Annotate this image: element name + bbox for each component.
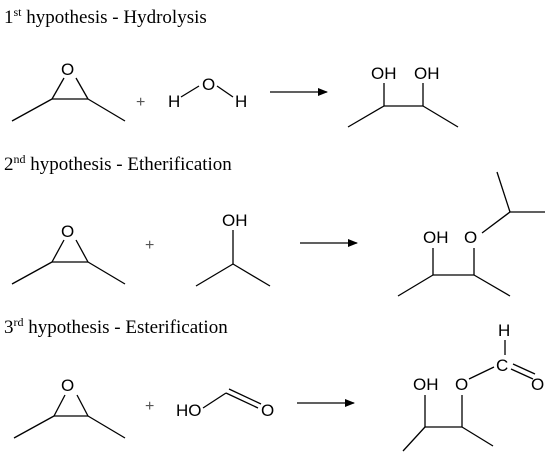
product-ether: OH O [397, 171, 545, 297]
plus-sign-2: + [145, 237, 154, 254]
hypothesis-1-suffix: st [13, 5, 22, 19]
hypothesis-1-title: hypothesis - Hydrolysis [21, 7, 207, 28]
epoxide-1: O [11, 60, 126, 122]
isopropanol: OH [195, 211, 271, 287]
ester-hydrogen: H [498, 321, 510, 340]
hypothesis-3-number: 3 [4, 317, 14, 338]
ester-oxygen: O [455, 375, 468, 394]
epoxide-1-oxygen: O [61, 60, 74, 79]
product-diol: OH OH [347, 64, 459, 128]
diol-hydroxyl-right: OH [414, 64, 440, 83]
ether-hydroxyl: OH [423, 228, 449, 247]
water: H O H [168, 75, 247, 111]
formic-acid-carbonyl-oxygen: O [261, 401, 274, 420]
water-oxygen: O [202, 75, 215, 94]
epoxide-3-oxygen: O [61, 376, 74, 395]
hypothesis-1-number: 1 [4, 7, 14, 28]
ester-carbonyl-oxygen: O [531, 375, 544, 394]
plus-sign-1: + [136, 94, 145, 111]
hypothesis-3-heading: 3rd hypothesis - Esterification [4, 315, 228, 338]
formic-acid: HO O [176, 388, 274, 420]
formic-acid-hydroxyl: HO [176, 401, 202, 420]
epoxide-2: O [11, 222, 126, 285]
ether-oxygen: O [464, 228, 477, 247]
hypothesis-2-suffix: nd [13, 152, 26, 166]
hypothesis-2-number: 2 [4, 154, 14, 175]
plus-sign-3: + [145, 398, 154, 415]
diol-hydroxyl-left: OH [371, 64, 397, 83]
hypothesis-3-suffix: rd [13, 315, 24, 329]
hypothesis-1-heading: 1st hypothesis - Hydrolysis [4, 5, 207, 28]
hypothesis-2-heading: 2nd hypothesis - Etherification [4, 152, 232, 175]
epoxide-2-oxygen: O [61, 222, 74, 241]
epoxide-3: O [13, 376, 126, 439]
water-hydrogen-left: H [168, 92, 180, 111]
isopropanol-hydroxyl: OH [222, 211, 248, 230]
ester-hydroxyl: OH [413, 375, 439, 394]
product-formate-ester: OH O C H O [402, 321, 544, 452]
hypothesis-2-title: hypothesis - Etherification [25, 154, 232, 175]
water-hydrogen-right: H [235, 92, 247, 111]
hypothesis-3-title: hypothesis - Esterification [23, 317, 228, 338]
ester-carbon: C [496, 356, 508, 375]
